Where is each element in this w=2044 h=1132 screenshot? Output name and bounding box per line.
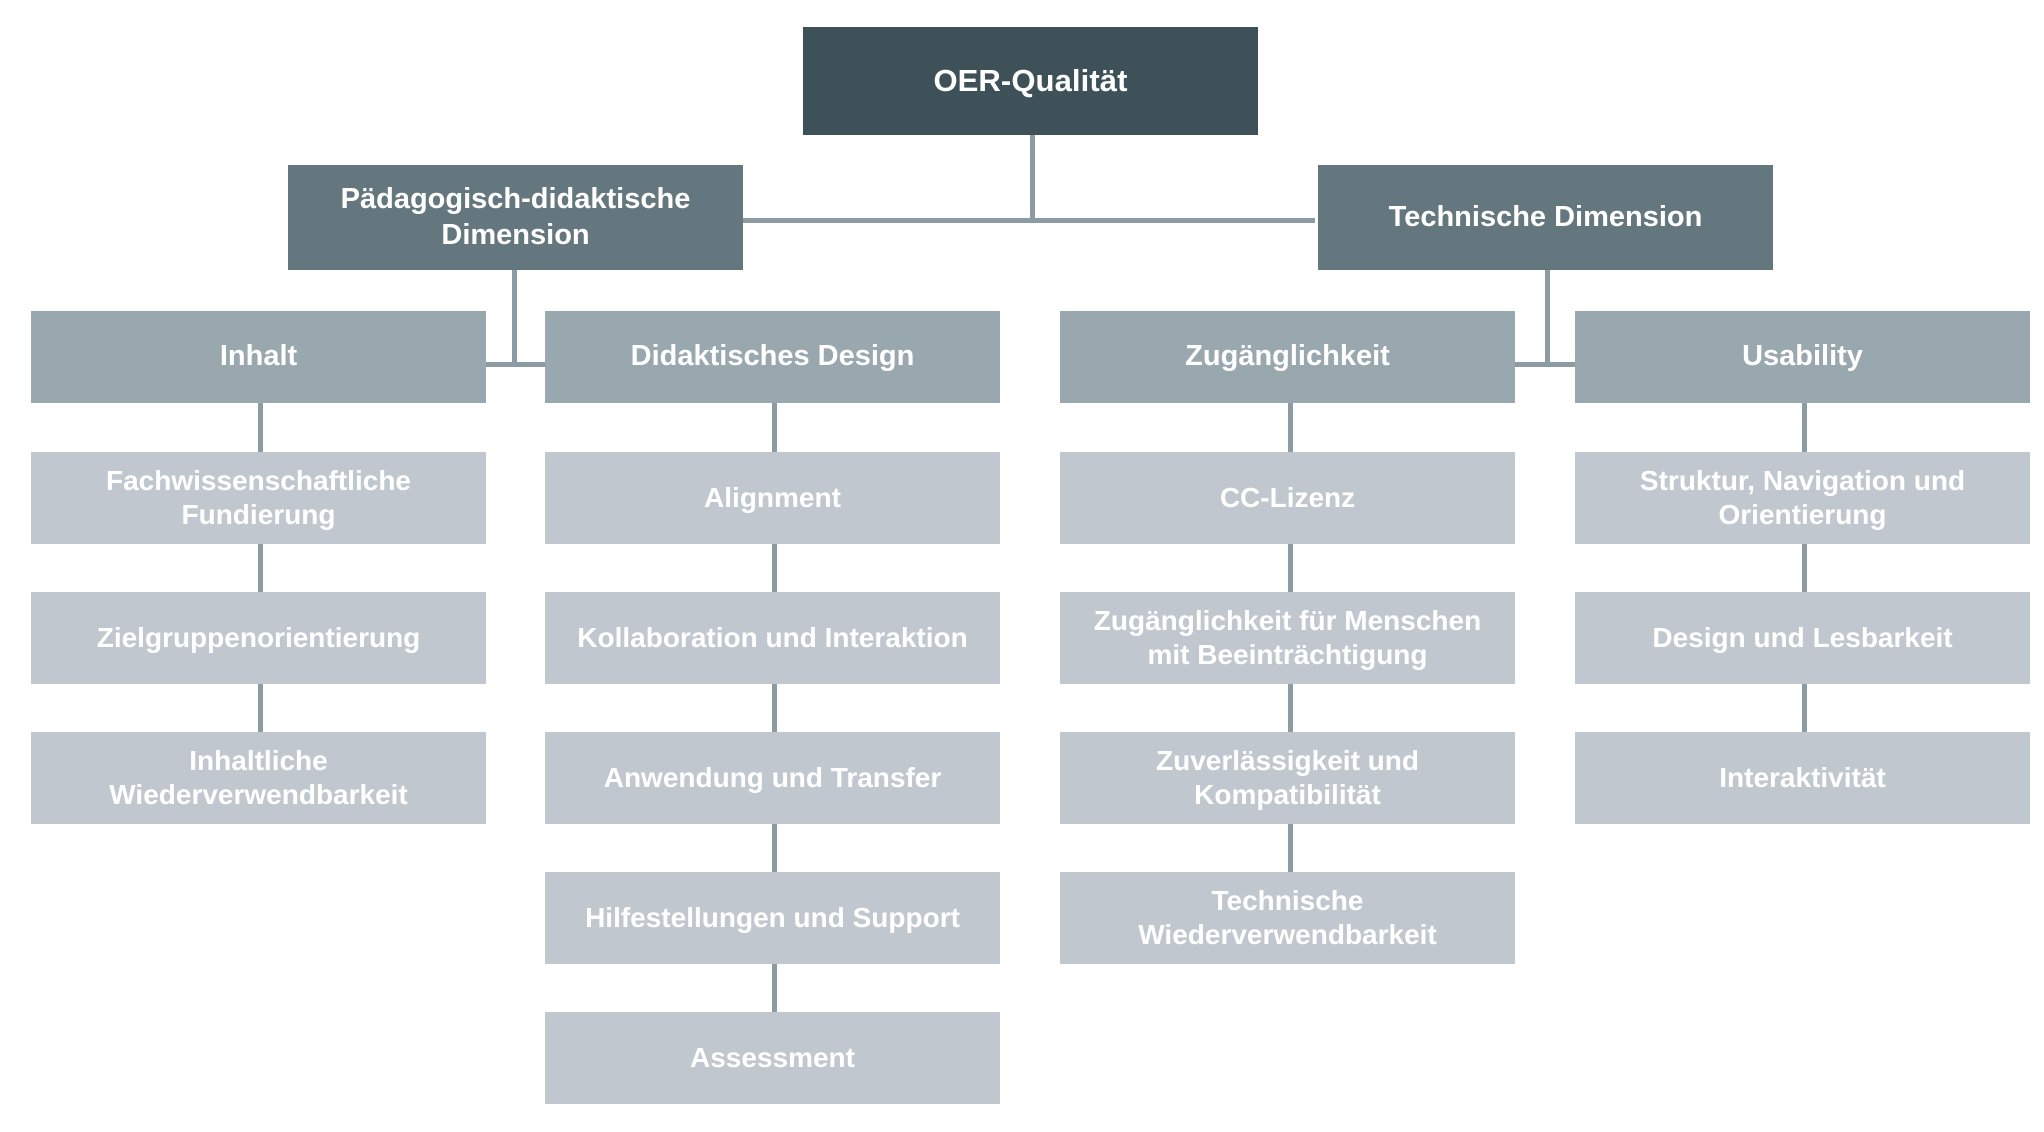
node-criterion-inhaltliche-wiederverwendbarkeit[interactable]: Inhaltliche Wiederverwendbarkeit	[31, 732, 486, 824]
node-category-didaktisches-design[interactable]: Didaktisches Design	[545, 311, 1000, 403]
node-criterion-anwendung-und-transfer[interactable]: Anwendung und Transfer	[545, 732, 1000, 824]
node-label: Zugänglichkeit für Menschen mit Beeinträ…	[1093, 604, 1482, 670]
node-category-inhalt[interactable]: Inhalt	[31, 311, 486, 403]
node-label: Technische Dimension	[1388, 200, 1703, 233]
node-label: Kollaboration und Interaktion	[577, 621, 968, 653]
node-criterion-kollaboration-und-interaktion[interactable]: Kollaboration und Interaktion	[545, 592, 1000, 684]
node-label: Pädagogisch-didaktische Dimension	[340, 183, 691, 251]
connector-left-category-bus	[258, 362, 772, 367]
node-category-usability[interactable]: Usability	[1575, 311, 2030, 403]
node-label: Zugänglichkeit	[1185, 340, 1390, 373]
node-root-oer-qualitaet[interactable]: OER-Qualität	[803, 27, 1258, 135]
node-label: Zielgruppenorientierung	[96, 621, 421, 653]
node-label: Inhalt	[219, 340, 298, 373]
node-label: Technische Wiederverwendbarkeit	[1138, 884, 1437, 950]
node-label: Inhaltliche Wiederverwendbarkeit	[109, 744, 408, 810]
node-criterion-zugaenglichkeit-beeintraechtigung[interactable]: Zugänglichkeit für Menschen mit Beeinträ…	[1060, 592, 1515, 684]
node-criterion-interaktivitaet[interactable]: Interaktivität	[1575, 732, 2030, 824]
node-dimension-technisch[interactable]: Technische Dimension	[1318, 165, 1773, 270]
node-criterion-assessment[interactable]: Assessment	[545, 1012, 1000, 1104]
connector-left-dimension-stem	[512, 270, 517, 366]
node-label: Fachwissenschaftliche Fundierung	[105, 464, 411, 530]
node-criterion-hilfestellungen-und-support[interactable]: Hilfestellungen und Support	[545, 872, 1000, 964]
node-criterion-cc-lizenz[interactable]: CC-Lizenz	[1060, 452, 1515, 544]
node-label: OER-Qualität	[933, 63, 1128, 99]
node-criterion-technische-wiederverwendbarkeit[interactable]: Technische Wiederverwendbarkeit	[1060, 872, 1515, 964]
node-dimension-paedagogisch-didaktisch[interactable]: Pädagogisch-didaktische Dimension	[288, 165, 743, 270]
node-label: Interaktivität	[1719, 761, 1886, 793]
connector-dimension-bus	[735, 218, 1315, 223]
node-criterion-zuverlaessigkeit-und-kompatibilitaet[interactable]: Zuverlässigkeit und Kompatibilität	[1060, 732, 1515, 824]
node-label: CC-Lizenz	[1219, 481, 1356, 513]
connector-right-dimension-stem	[1545, 270, 1550, 366]
node-label: Alignment	[704, 481, 841, 513]
node-label: Assessment	[690, 1041, 855, 1073]
node-criterion-zielgruppenorientierung[interactable]: Zielgruppenorientierung	[31, 592, 486, 684]
node-label: Struktur, Navigation und Orientierung	[1639, 464, 1966, 530]
node-label: Hilfestellungen und Support	[585, 901, 960, 933]
node-criterion-design-und-lesbarkeit[interactable]: Design und Lesbarkeit	[1575, 592, 2030, 684]
node-criterion-fachwissenschaftliche-fundierung[interactable]: Fachwissenschaftliche Fundierung	[31, 452, 486, 544]
node-criterion-alignment[interactable]: Alignment	[545, 452, 1000, 544]
node-category-zugaenglichkeit[interactable]: Zugänglichkeit	[1060, 311, 1515, 403]
node-label: Design und Lesbarkeit	[1652, 621, 1953, 653]
node-label: Anwendung und Transfer	[603, 761, 942, 793]
node-label: Usability	[1742, 340, 1863, 373]
node-label: Zuverlässigkeit und Kompatibilität	[1156, 744, 1419, 810]
connector-right-category-bus	[1288, 362, 1802, 367]
connector-root-stem	[1030, 135, 1035, 220]
node-criterion-struktur-navigation-orientierung[interactable]: Struktur, Navigation und Orientierung	[1575, 452, 2030, 544]
node-label: Didaktisches Design	[630, 340, 915, 373]
